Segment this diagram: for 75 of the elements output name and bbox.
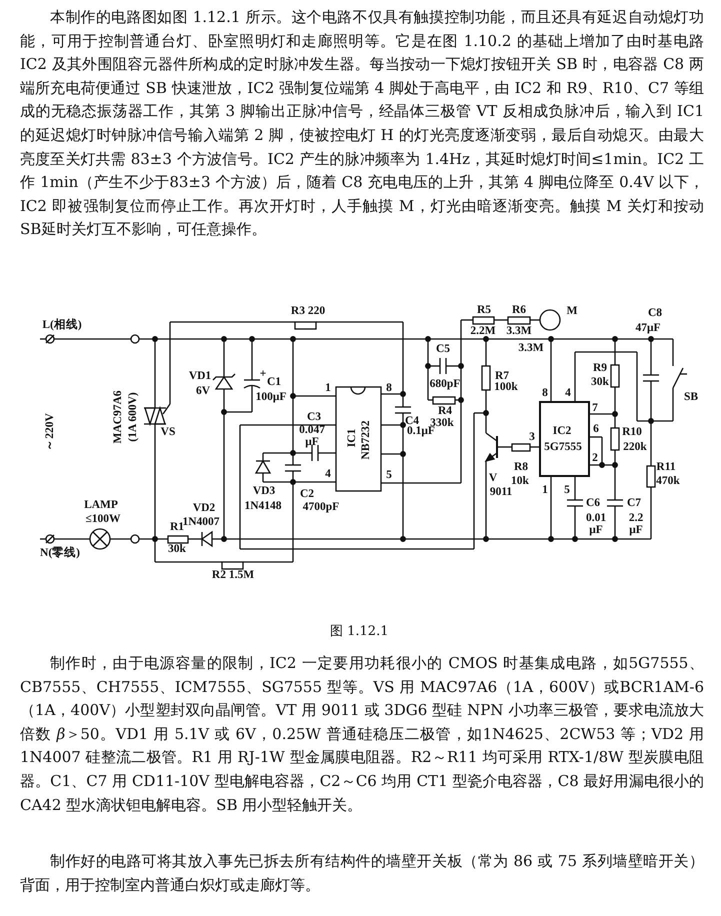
component-label: 1N4007 [182,516,220,528]
component-label: 0.1μF [407,425,435,437]
component-label: R6 [512,304,526,316]
component-label: L(相线) [42,319,82,331]
pin-number: 8 [386,382,392,394]
component-label: R7 [494,370,510,382]
component-label: ～220V [44,413,56,451]
component-label: 3.3M [506,325,532,337]
component-label: 30k [168,543,186,555]
figure-caption: 图 1.12.1 [330,623,388,640]
component-label: C5 [436,343,450,355]
component-label: R11 [656,461,676,473]
component-label: LAMP [84,499,118,511]
component-label: 2.2 μF [628,512,644,536]
component-label: R9 [592,362,608,374]
pin-number: 8 [542,387,548,399]
pin-number: 2 [592,452,598,464]
pin-number: 6 [593,423,599,435]
component-label: 1N4148 [244,500,282,512]
pin-number: 5 [386,469,392,481]
component-label: VD2 [192,502,216,514]
polarity-mark: + [260,368,266,380]
component-label: 470k [656,475,680,487]
pin-number: 4 [565,387,571,399]
component-label: V [488,472,498,484]
component-label: 47μF [635,322,661,334]
component-label: R3 220 [290,305,326,317]
component-label: 2.2M [470,325,496,337]
component-label: N(零线) [40,547,80,559]
pin-number: 7 [592,402,598,414]
pin-number: 4 [325,468,331,480]
component-label: 9011 [490,486,512,498]
paragraph: 制作好的电路可将其放入事先已拆去所有结构件的墙壁开关板（常为 86 或 75 系列墙壁暗开关）背面，用于控制室内普通白炽灯或走廊灯等。 [20,851,704,896]
component-label: C6 [586,497,600,509]
pin-number: 1 [542,484,548,496]
component-label: C4 [404,415,420,427]
component-label: R8 [514,461,528,473]
paragraph: 制作时，由于电源容量的限制，IC2 一定要用功耗很小的 CMOS 时基集成电路，如5G7555、CB7555、CH7555、ICM7555、SG7555 型等。VS 用 MAC97A6（1A，600V）或BCR1AM-6（1A，400V）小型塑封双向晶闸管。VT 用 9011 或 3DG6 型硅 NPN 小功率三极管，要求电流放大倍数 β＞50。VD1 用 5.1V 或 6V，0.25W 普通硅稳压二极管，如1N4625、2CW53 等；VD2 用 1N4007 硅整流二极管。R1 用 RJ-1W 型金属膜电阻器。R2～R11 均可采用 RTX-1/8W 型炭膜电阻器。C1、C7 用 CD11-10V 型电解电容器，C2～C6 均用 CT1 型瓷介电容器，C8 最好用漏电很小的 CA42 型水滴状钽电解电容。SB 用小型轻触开关。 [20,653,704,816]
pin-number: 1 [325,382,331,394]
component-label: C2 [300,488,314,500]
component-label: R2 1.5M [212,569,254,581]
component-label: C3 [306,411,322,423]
component-label: SB [684,391,698,403]
component-label: R4 [438,405,452,417]
component-label: M [566,305,578,317]
component-label: 0.047 μF [298,424,326,448]
component-label: VS [160,426,176,438]
component-label: C7 [626,497,642,509]
component-label: 10k [511,475,529,487]
component-label: VD1 [188,370,212,382]
component-label: NB7232 [360,420,372,460]
component-label: 680pF [430,378,460,390]
pin-number: 5 [564,484,570,496]
component-label: MAC97A6 [112,390,124,444]
component-label: IC2 [552,425,572,437]
component-label: C8 [648,307,662,319]
component-label: (1A 600V) [127,392,139,442]
component-label: 220k [623,441,647,453]
component-label: 4700pF [302,501,340,513]
component-label: R1 [170,521,184,533]
component-label: C1 [266,376,282,388]
component-label: 5G7555 [544,441,582,453]
component-label: 3.3M [518,342,544,354]
component-label: IC1 [346,428,358,448]
component-label: 100k [494,381,518,393]
component-label: R5 [476,304,492,316]
component-label: 6V [196,385,210,397]
component-label: VD3 [252,485,276,497]
paragraph: 本制作的电路图如图 1.12.1 所示。这个电路不仅具有触摸控制功能，而且还具有延迟自动熄灯功能，可用于控制普通台灯、卧室照明灯和走廊照明等。它是在图 1.10.2 的基础上增加了由时基电路 IC2 及其外围阻容元器件所构成的定时脉冲发生器。每当按动一下熄灯按钮开关 SB 时，电容器 C8 两端所充电荷便通过 SB 快速泄放，IC2 强制复位端第 4 脚处于高电平，由 IC2 和 R9、R10、C7 等组成的无稳态振荡器工作，其第 3 脚输出正脉冲信号，经晶体三极管 VT 反相成负脉冲后，输入到 IC1 的延迟熄灯时钟脉冲信号输入端第 2 脚，使被控电灯 H 的灯光亮度逐渐变弱，最后自动熄灭。由最大亮度至关灯共需 83±3 个方波信号。IC2 产生的脉冲频率为 1.4Hz，其延时熄灯时间≤1min。IC2 工作 1min（产生不少于83±3 个方波）后，随着 C8 充电电压的上升，其第 4 脚电位降至 0.4V 以下，IC2 即被强制复位而停止工作。再次开灯时，人手触摸 M，灯光由暗逐渐变亮。触摸 M 关灯和按动 SB延时关灯互不影响，可任意操作。 [20,7,704,240]
pin-number: 3 [529,431,535,443]
component-label: R10 [622,426,642,438]
component-label: 100μF [256,391,286,403]
component-label: ≤100W [85,513,121,525]
component-label: 30k [591,376,609,388]
component-label: 0.01 μF [584,512,608,536]
